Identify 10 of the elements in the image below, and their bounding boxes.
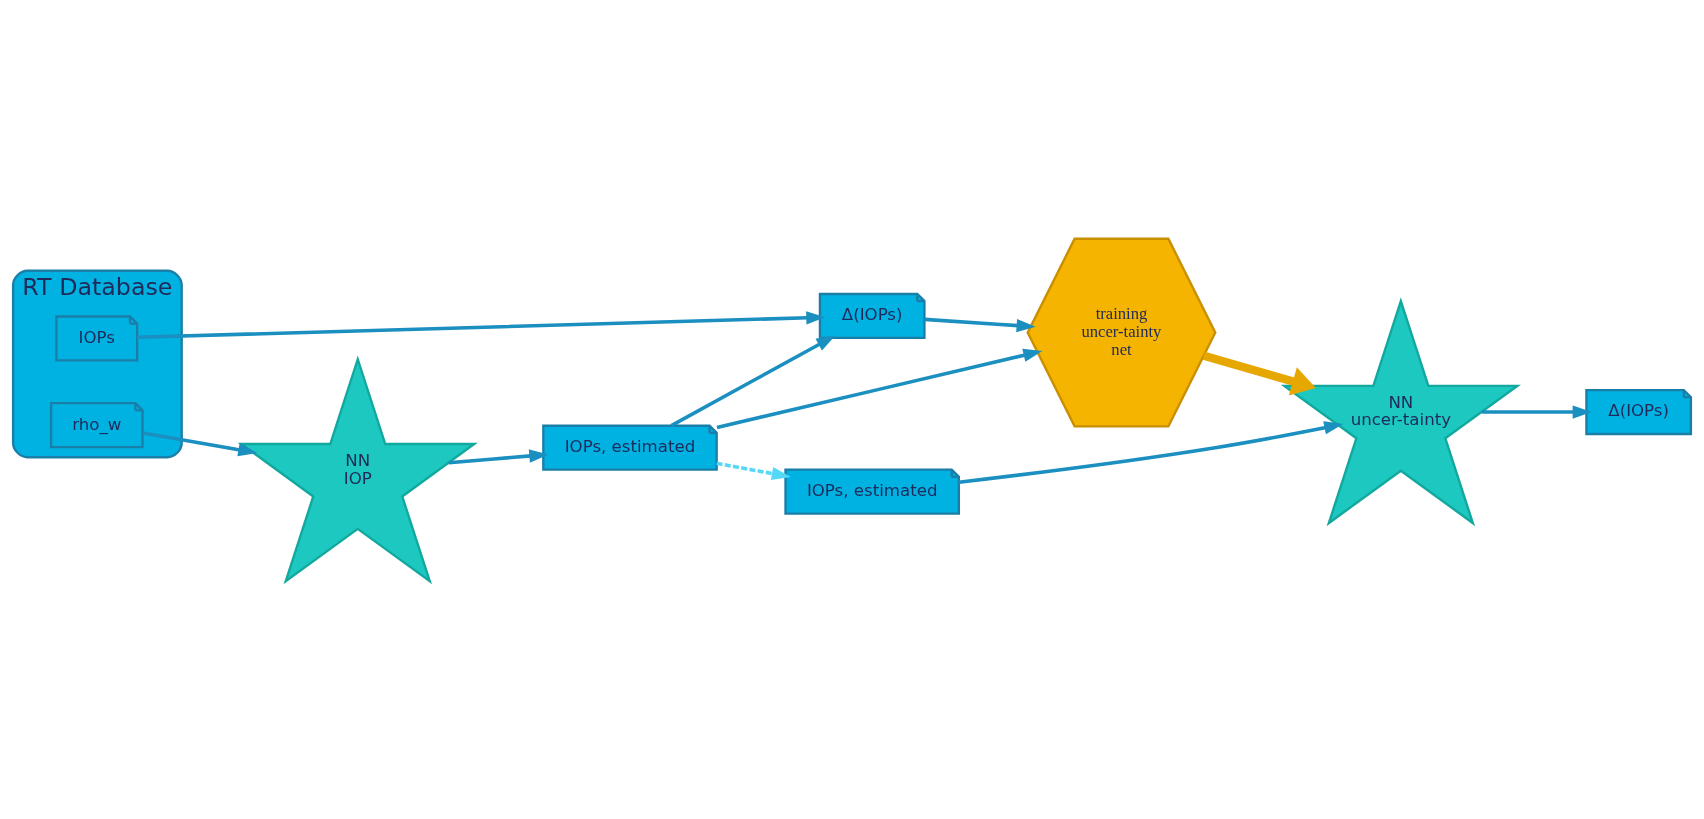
- arrow: [142, 430, 258, 456]
- arrow: [137, 310, 826, 339]
- arrow: [958, 420, 1344, 484]
- arrow: [716, 348, 1043, 429]
- arrow: [1202, 351, 1316, 395]
- arrow: [670, 334, 836, 427]
- arrow: [716, 461, 791, 480]
- arrow: [448, 448, 549, 464]
- arrow: [924, 317, 1036, 332]
- arrow: [1481, 404, 1592, 419]
